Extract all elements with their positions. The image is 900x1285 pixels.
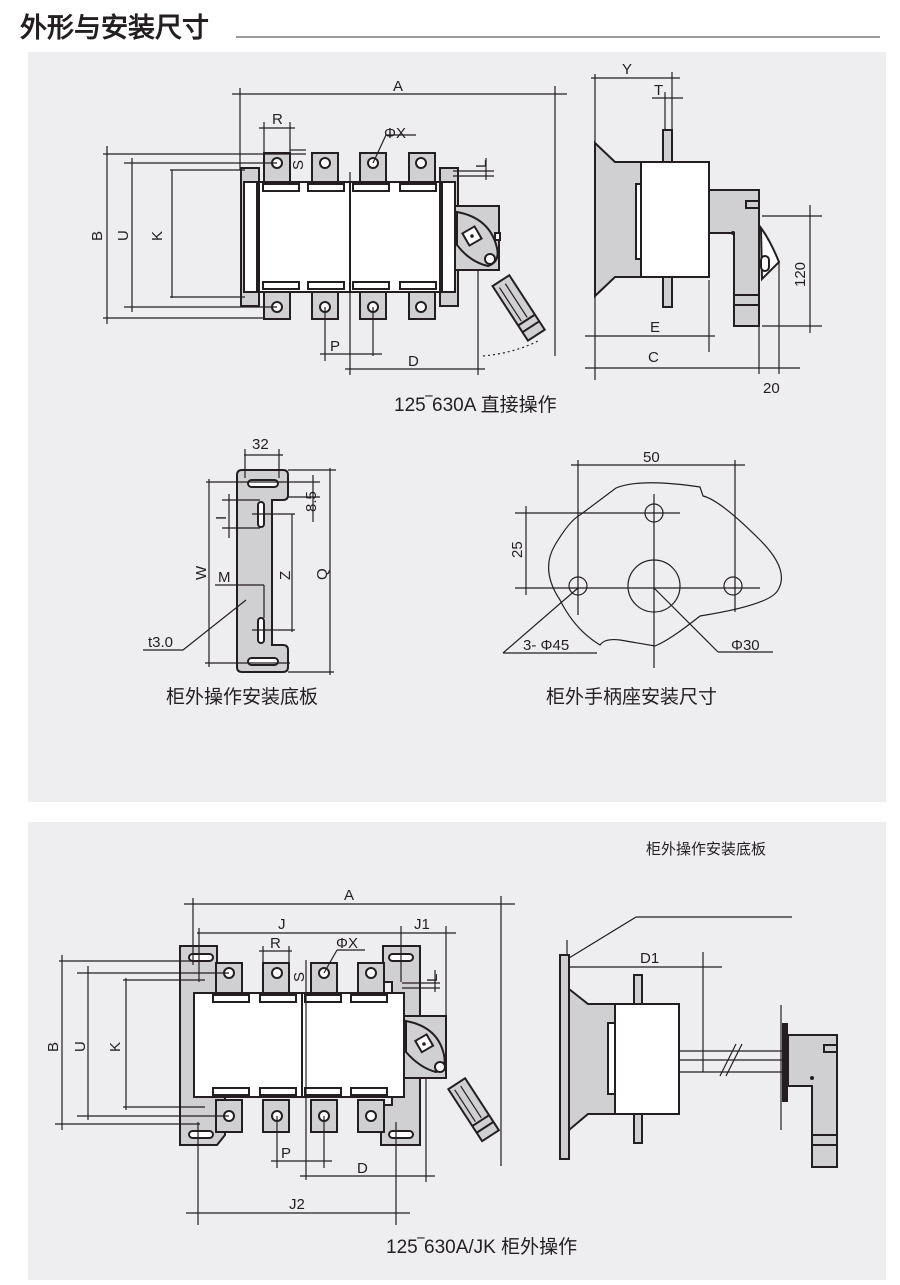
dim-K-ext: K — [107, 1042, 124, 1052]
cabinet-door — [559, 954, 570, 1160]
dim-B: B — [89, 231, 106, 241]
seat-dimension-labels: 50 25 3- Φ45 Φ30 — [509, 449, 760, 654]
operating-mechanism — [454, 205, 501, 271]
front-view-direct: A R ΦX S L B U K P D 125‾630A 直接操作 — [89, 78, 567, 416]
dim-R: R — [272, 111, 283, 128]
dim-U-ext: U — [72, 1041, 89, 1052]
dim-Q: Q — [314, 568, 331, 580]
dim-J1: J1 — [414, 916, 430, 933]
dim-W: W — [193, 565, 210, 580]
plate-dimension-labels: 32 8.5 I W M Z Q t3.0 — [148, 436, 331, 651]
front-view-external: 柜外操作安装底板 — [45, 840, 766, 1258]
dim-S: S — [290, 160, 307, 170]
dim-D: D — [408, 353, 419, 370]
side-view-direct: Y T E C 20 120 — [585, 61, 822, 397]
title-divider — [236, 36, 880, 38]
dimension-labels: A R ΦX S L B U K P D — [89, 78, 490, 370]
dim-A: A — [393, 78, 403, 95]
dim-B-ext: B — [45, 1042, 62, 1052]
dim-phi-x-ext: ΦX — [336, 935, 358, 952]
dimension-lines — [103, 86, 567, 375]
dim-D-ext: D — [357, 1160, 368, 1177]
caption-external-operation: 125‾630A/JK 柜外操作 — [386, 1236, 577, 1258]
dim-C: C — [648, 349, 659, 366]
dim-20: 20 — [763, 380, 780, 397]
dim-A-ext: A — [344, 887, 354, 904]
dim-J: J — [278, 916, 286, 933]
caption-mounting-plate: 柜外操作安装底板 — [166, 686, 318, 708]
handle — [491, 273, 547, 342]
dim-P-ext: P — [281, 1145, 291, 1162]
external-dimension-labels: A J J1 R ΦX S L B U K P D J2 — [45, 887, 441, 1213]
dim-M: M — [218, 569, 231, 586]
dim-L-ext: L — [424, 974, 441, 982]
dim-8-5: 8.5 — [303, 491, 320, 512]
dim-D1: D1 — [640, 950, 659, 967]
dim-Y: Y — [622, 61, 632, 78]
dim-phi-30: Φ30 — [731, 637, 760, 654]
dim-t3-0: t3.0 — [148, 634, 173, 651]
dim-K: K — [149, 231, 166, 241]
side-dimension-labels: Y T E C 20 120 — [622, 61, 809, 397]
dim-U: U — [115, 230, 132, 241]
dim-L: L — [473, 160, 490, 168]
dim-J2: J2 — [289, 1196, 305, 1213]
dim-S-ext: S — [291, 972, 308, 982]
caption-handle-seat: 柜外手柄座安装尺寸 — [546, 686, 717, 708]
external-dimension-lines — [55, 896, 515, 1225]
dim-R-ext: R — [270, 935, 281, 952]
dim-32: 32 — [252, 436, 269, 453]
dim-Z: Z — [277, 571, 294, 580]
side-view-external: D1 — [559, 916, 838, 1168]
caption-direct-operation: 125‾630A 直接操作 — [394, 394, 557, 416]
handle-seat-drawing: 50 25 3- Φ45 Φ30 柜外手柄座安装尺寸 — [502, 449, 782, 708]
dim-25: 25 — [509, 541, 526, 558]
note-mounting-plate: 柜外操作安装底板 — [646, 840, 766, 858]
contact-slots — [262, 183, 437, 290]
mounting-plate-drawing: 32 8.5 I W M Z Q t3.0 柜外操作安装底板 — [143, 436, 336, 708]
page-title: 外形与安装尺寸 — [20, 13, 209, 44]
dim-phi-x: ΦX — [384, 125, 406, 142]
dim-120: 120 — [792, 262, 809, 287]
dim-I: I — [213, 516, 230, 520]
dim-E: E — [650, 319, 660, 336]
dim-3-phi-45: 3- Φ45 — [523, 637, 569, 654]
dim-50: 50 — [643, 449, 660, 466]
side-dimension-lines — [585, 72, 822, 380]
dim-P: P — [330, 338, 340, 355]
switch-body-external — [193, 992, 405, 1098]
dim-T: T — [654, 82, 663, 99]
